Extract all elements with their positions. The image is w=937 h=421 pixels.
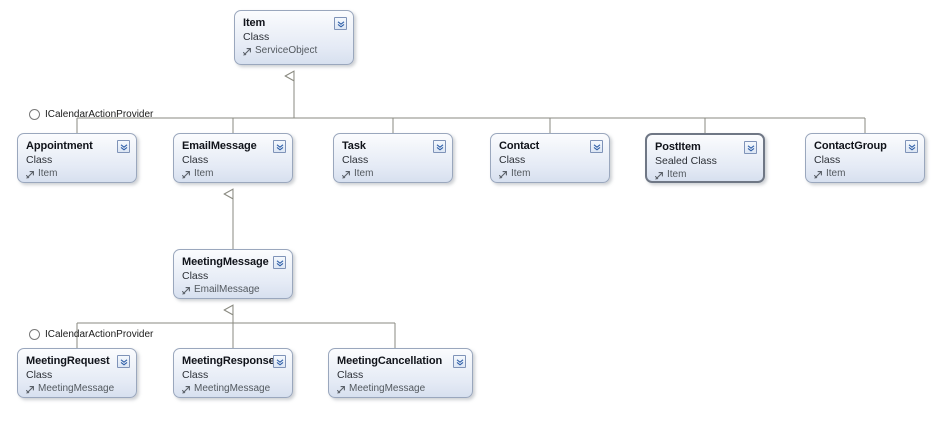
class-node-meetingrequest[interactable]: MeetingRequest Class MeetingMessage — [17, 348, 137, 398]
class-kind: Sealed Class — [655, 155, 717, 167]
class-title: PostItem — [655, 141, 701, 153]
class-title: Task — [342, 140, 366, 152]
class-node-meetingcancellation[interactable]: MeetingCancellation Class MeetingMessage — [328, 348, 473, 398]
chevron-double-down-icon[interactable] — [117, 140, 130, 153]
base-class-name: MeetingMessage — [194, 383, 271, 394]
class-base: MeetingMessage — [182, 382, 284, 396]
base-class-name: ServiceObject — [255, 45, 318, 56]
base-class-name: Item — [354, 168, 374, 179]
class-title: EmailMessage — [182, 140, 257, 152]
class-kind: Class — [182, 154, 209, 166]
interface-lollipop-appointment[interactable]: ICalendarActionProvider — [29, 108, 153, 120]
class-kind: Class — [499, 154, 526, 166]
class-title: ContactGroup — [814, 140, 887, 152]
base-class-arrow-icon — [342, 170, 351, 179]
class-base: Item — [342, 167, 444, 181]
class-kind: Class — [26, 369, 53, 381]
class-node-contactgroup[interactable]: ContactGroup Class Item — [805, 133, 925, 183]
base-class-arrow-icon — [182, 286, 191, 295]
class-kind: Class — [337, 369, 364, 381]
base-class-name: EmailMessage — [194, 284, 260, 295]
chevron-double-down-icon[interactable] — [433, 140, 446, 153]
base-class-arrow-icon — [243, 47, 252, 56]
base-class-name: MeetingMessage — [349, 383, 426, 394]
class-kind: Class — [26, 154, 53, 166]
chevron-double-down-icon[interactable] — [334, 17, 347, 30]
class-title: MeetingResponse — [182, 355, 275, 367]
class-node-appointment[interactable]: Appointment Class Item — [17, 133, 137, 183]
interface-circle-icon — [29, 108, 40, 120]
interface-lollipop-meetingrequest[interactable]: ICalendarActionProvider — [29, 328, 153, 340]
interface-label: ICalendarActionProvider — [45, 328, 154, 340]
chevron-double-down-icon[interactable] — [273, 355, 286, 368]
class-node-meetingmessage[interactable]: MeetingMessage Class EmailMessage — [173, 249, 293, 299]
base-class-arrow-icon — [655, 171, 664, 180]
base-class-arrow-icon — [26, 170, 35, 179]
class-title: MeetingMessage — [182, 256, 269, 268]
base-class-arrow-icon — [337, 385, 346, 394]
class-kind: Class — [243, 31, 270, 43]
class-kind: Class — [182, 270, 209, 282]
class-base: Item — [655, 168, 755, 181]
class-base: Item — [814, 167, 916, 181]
base-class-name: Item — [826, 168, 846, 179]
chevron-double-down-icon[interactable] — [117, 355, 130, 368]
class-title: Contact — [499, 140, 540, 152]
class-node-task[interactable]: Task Class Item — [333, 133, 453, 183]
base-class-arrow-icon — [182, 170, 191, 179]
base-class-arrow-icon — [182, 385, 191, 394]
class-node-item[interactable]: Item Class ServiceObject — [234, 10, 354, 65]
base-class-arrow-icon — [814, 170, 823, 179]
class-base: Item — [26, 167, 128, 181]
chevron-double-down-icon[interactable] — [905, 140, 918, 153]
class-base: MeetingMessage — [26, 382, 128, 396]
class-kind: Class — [182, 369, 209, 381]
class-kind: Class — [342, 154, 369, 166]
base-class-arrow-icon — [499, 170, 508, 179]
class-kind: Class — [814, 154, 841, 166]
base-class-name: Item — [194, 168, 214, 179]
chevron-double-down-icon[interactable] — [273, 140, 286, 153]
class-title: Appointment — [26, 140, 93, 152]
class-base: ServiceObject — [243, 44, 345, 58]
chevron-double-down-icon[interactable] — [590, 140, 603, 153]
base-class-name: Item — [667, 169, 687, 180]
class-node-contact[interactable]: Contact Class Item — [490, 133, 610, 183]
base-class-name: Item — [511, 168, 531, 179]
class-node-emailmessage[interactable]: EmailMessage Class Item — [173, 133, 293, 183]
chevron-double-down-icon[interactable] — [273, 256, 286, 269]
class-base: EmailMessage — [182, 283, 284, 297]
chevron-double-down-icon[interactable] — [744, 141, 757, 154]
chevron-double-down-icon[interactable] — [453, 355, 466, 368]
class-node-meetingresponse[interactable]: MeetingResponse Class MeetingMessage — [173, 348, 293, 398]
class-base: Item — [182, 167, 284, 181]
class-base: Item — [499, 167, 601, 181]
interface-label: ICalendarActionProvider — [45, 108, 154, 120]
class-title: MeetingRequest — [26, 355, 110, 367]
base-class-name: MeetingMessage — [38, 383, 115, 394]
class-node-postitem[interactable]: PostItem Sealed Class Item — [645, 133, 765, 183]
interface-circle-icon — [29, 328, 40, 340]
base-class-arrow-icon — [26, 385, 35, 394]
class-title: Item — [243, 17, 266, 29]
class-title: MeetingCancellation — [337, 355, 443, 367]
class-base: MeetingMessage — [337, 382, 464, 396]
base-class-name: Item — [38, 168, 58, 179]
